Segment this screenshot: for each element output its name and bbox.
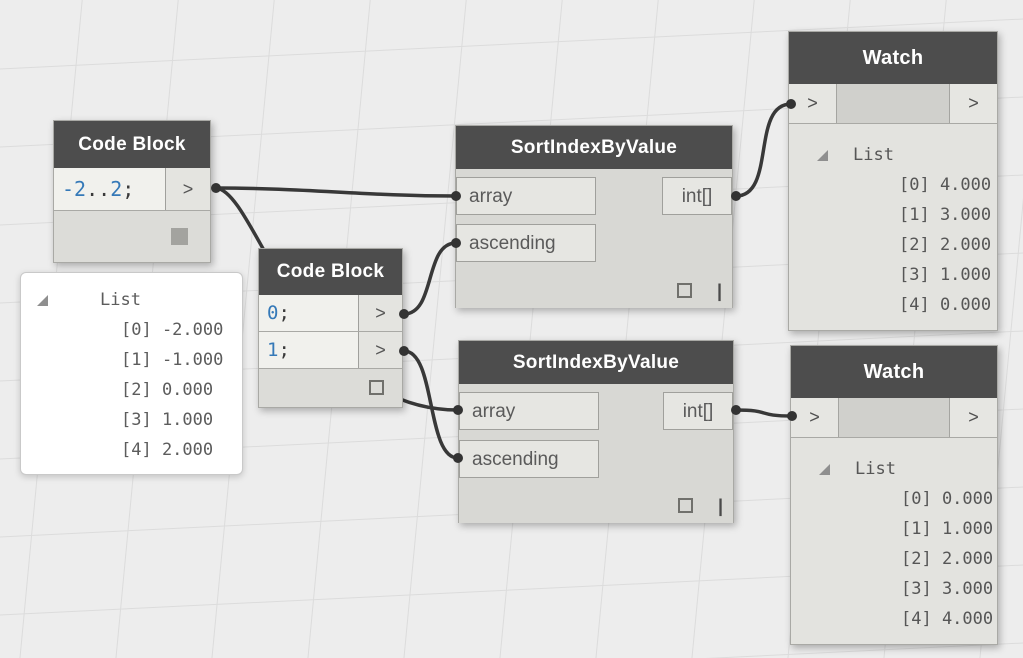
node-sortindexbyvalue-2[interactable]: SortIndexByValue array ascending int[] | — [458, 340, 734, 523]
port-label: > — [182, 178, 194, 199]
lacing-indicator[interactable]: | — [716, 281, 722, 301]
port-label: int[] — [682, 401, 714, 422]
input-port[interactable]: > — [789, 84, 837, 123]
watch-list: List [0] 0.000 [1] 1.000 [2] 2.000 [3] 3… — [791, 438, 997, 644]
preview-toggle[interactable] — [678, 498, 693, 513]
list-item: [3] 3.000 — [901, 579, 994, 599]
port-label: > — [807, 93, 818, 113]
node-title[interactable]: Watch — [789, 32, 997, 84]
list-label: List — [855, 459, 896, 479]
port-connector-dot[interactable] — [211, 183, 221, 193]
expander-icon[interactable] — [37, 294, 48, 306]
lacing-indicator[interactable]: | — [717, 496, 723, 516]
input-port-array[interactable]: array — [456, 177, 596, 215]
wire-codeblock2-out1-to-sort2-ascending[interactable] — [402, 349, 460, 460]
port-label: array — [472, 401, 516, 422]
list-label: List — [100, 290, 141, 310]
port-label: > — [375, 302, 386, 323]
port-row-spacer — [839, 398, 949, 437]
code-token: ; — [278, 302, 290, 324]
input-port-array[interactable]: array — [459, 392, 599, 430]
output-port-1[interactable]: > — [358, 332, 402, 368]
list-item: [2] 2.000 — [901, 549, 994, 569]
code-token: 1 — [267, 339, 279, 361]
list-item: [3] 1.000 — [121, 410, 214, 430]
node-title[interactable]: SortIndexByValue — [456, 126, 732, 169]
wire-sort2-to-watch2[interactable] — [734, 408, 794, 418]
preview-toggle[interactable] — [369, 380, 384, 395]
list-item: [0] 4.000 — [899, 175, 992, 195]
expander-icon[interactable] — [817, 149, 828, 161]
preview-bubble: List [0] -2.000 [1] -1.000 [2] 0.000 [3]… — [20, 272, 243, 475]
code-token: .. — [86, 177, 111, 201]
list-item: [4] 4.000 — [901, 609, 994, 629]
node-watch-1[interactable]: Watch > > List [0] 4.000 [1] 3.000 [2] 2… — [788, 31, 998, 331]
list-item: [1] 3.000 — [899, 205, 992, 225]
node-code-block-1[interactable]: Code Block -2..2; > — [53, 120, 211, 263]
port-label: ascending — [472, 449, 559, 470]
code-token: ; — [122, 177, 135, 201]
code-token: ; — [278, 339, 290, 361]
input-port-ascending[interactable]: ascending — [459, 440, 599, 478]
wire-codeblock1-to-sort1-array[interactable] — [214, 186, 458, 198]
node-title[interactable]: Watch — [791, 346, 997, 398]
expander-icon[interactable] — [819, 463, 830, 475]
output-port-0[interactable]: > — [358, 295, 402, 331]
node-watch-2[interactable]: Watch > > List [0] 0.000 [1] 1.000 [2] 2… — [790, 345, 998, 645]
list-item: [2] 0.000 — [121, 380, 214, 400]
code-token: 0 — [267, 302, 279, 324]
port-label: int[] — [681, 186, 713, 207]
port-label: > — [968, 93, 979, 113]
port-label: array — [469, 186, 513, 207]
list-item: [0] -2.000 — [121, 320, 224, 340]
input-port[interactable]: > — [791, 398, 839, 437]
port-label: ascending — [469, 233, 556, 254]
code-input-line-1[interactable]: 0; — [259, 295, 358, 331]
code-token: 2 — [110, 177, 123, 201]
list-item: [2] 2.000 — [899, 235, 992, 255]
list-item: [1] 1.000 — [901, 519, 994, 539]
list-item: [4] 0.000 — [899, 295, 992, 315]
port-row-spacer — [837, 84, 949, 123]
code-input-line-2[interactable]: 1; — [259, 332, 358, 368]
port-label: > — [375, 339, 386, 360]
list-item: [3] 1.000 — [899, 265, 992, 285]
list-item: [0] 0.000 — [901, 489, 994, 509]
preview-toggle[interactable] — [171, 227, 188, 245]
output-port[interactable]: > — [949, 398, 997, 437]
wire-codeblock2-out0-to-sort1-ascending[interactable] — [402, 241, 458, 316]
wire-sort1-to-watch1[interactable] — [734, 102, 793, 198]
output-port[interactable]: > — [949, 84, 997, 123]
node-code-block-2[interactable]: Code Block 0; > 1; > — [258, 248, 403, 408]
output-port[interactable]: > — [165, 168, 210, 210]
input-port-ascending[interactable]: ascending — [456, 224, 596, 262]
port-label: > — [968, 407, 979, 427]
watch-list: List [0] 4.000 [1] 3.000 [2] 2.000 [3] 1… — [789, 124, 997, 330]
list-item: [4] 2.000 — [121, 440, 214, 460]
output-port-int-array[interactable]: int[] — [662, 177, 732, 215]
output-port-int-array[interactable]: int[] — [663, 392, 733, 430]
port-label: > — [809, 407, 820, 427]
code-input[interactable]: -2..2; — [54, 168, 165, 210]
code-token: -2 — [62, 177, 87, 201]
node-title[interactable]: Code Block — [54, 121, 210, 168]
list-item: [1] -1.000 — [121, 350, 224, 370]
list-label: List — [853, 145, 894, 165]
node-title[interactable]: SortIndexByValue — [459, 341, 733, 384]
node-title[interactable]: Code Block — [259, 249, 402, 295]
node-sortindexbyvalue-1[interactable]: SortIndexByValue array ascending int[] | — [455, 125, 733, 308]
preview-toggle[interactable] — [677, 283, 692, 298]
